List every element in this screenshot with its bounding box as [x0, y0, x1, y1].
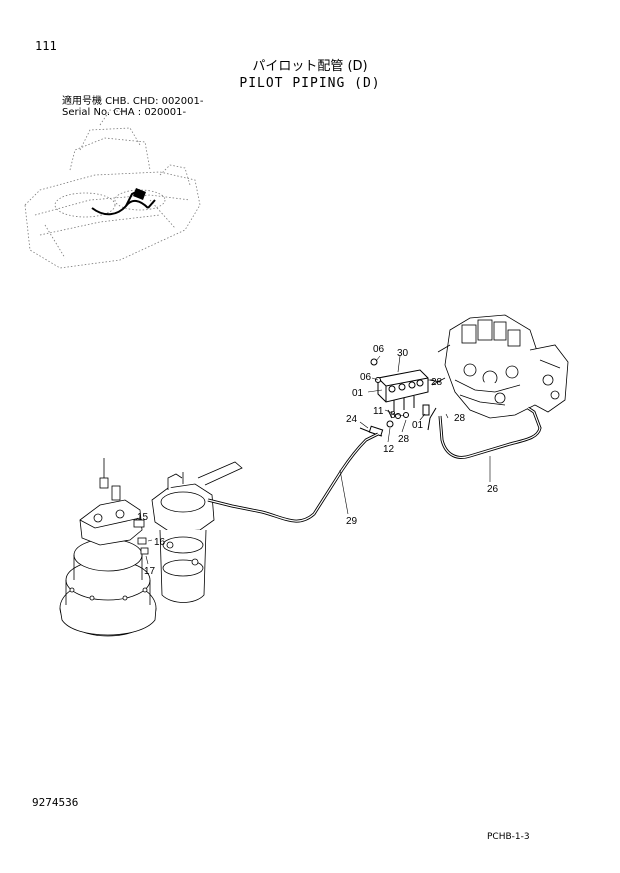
callout-06: 06 [360, 372, 372, 383]
excavator-location-thumbnail [24, 109, 201, 269]
callout-06: 06 [373, 344, 385, 355]
callout-12: 12 [383, 444, 395, 455]
valve-marker [133, 188, 146, 200]
callout-28: 28 [398, 434, 410, 445]
callout-16: 16 [154, 537, 166, 548]
callout-30: 30 [397, 348, 409, 359]
callout-29: 29 [346, 516, 358, 527]
callout-11: 11 [373, 406, 384, 417]
page-title-japanese: パイロット配管 (D) [252, 59, 368, 74]
callout-26: 26 [487, 484, 499, 495]
callout-01: 01 [352, 388, 364, 399]
applicable-serial-line: 適用号機 CHB. CHD: 002001- [62, 96, 204, 107]
center-joint-assembly [151, 461, 243, 603]
leader-lines [135, 355, 491, 565]
pilot-valve-block [359, 358, 441, 437]
control-valve-assembly [431, 314, 569, 419]
callout-24: 24 [346, 414, 358, 425]
callout-15: 15 [137, 512, 149, 523]
callout-28: 28 [431, 377, 443, 388]
serial-number-line: Serial No. CHA : 020001- [62, 107, 187, 118]
callout-17: 17 [144, 566, 156, 577]
page-number: 111 [35, 39, 57, 53]
highlighted-pilot-hose [91, 189, 156, 216]
callout-01: 01 [412, 420, 424, 431]
callout-28: 28 [454, 413, 466, 424]
swing-fittings [133, 519, 149, 555]
page-code: PCHB-1-3 [487, 832, 530, 842]
swing-motor-assembly [59, 458, 157, 637]
document-number: 9274536 [32, 796, 79, 809]
pilot-hose-29 [207, 432, 379, 523]
callout-8: 8 [390, 410, 396, 421]
pilot-hose-26 [438, 406, 542, 459]
page-title-english: PILOT PIPING (D) [239, 76, 381, 91]
